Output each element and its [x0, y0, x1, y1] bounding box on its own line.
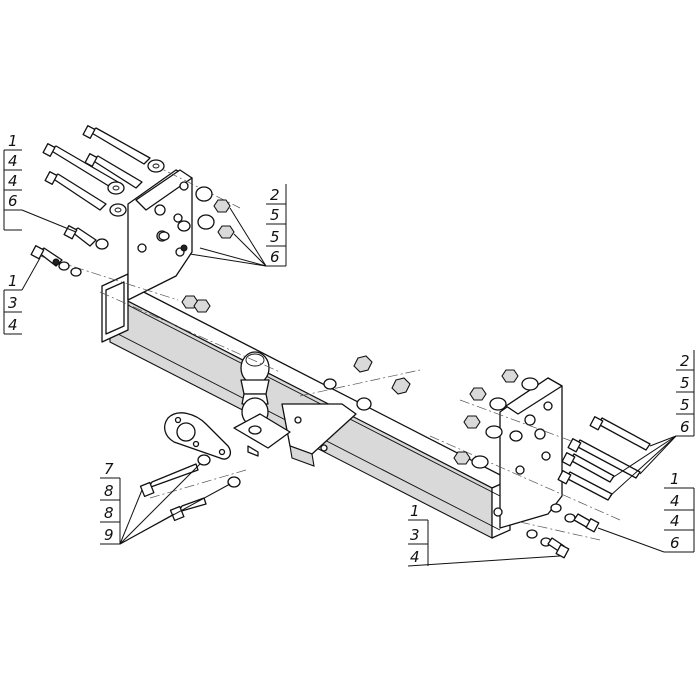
callout-label: 3 [410, 526, 420, 544]
long-bolt-upper-left-3 [84, 153, 143, 189]
callout-label: 4 [410, 548, 420, 566]
callout-label: 4 [8, 316, 18, 334]
long-bolt-upper-left-4 [44, 171, 107, 211]
callout-label: 6 [670, 534, 680, 552]
callout-left-mid: 1 3 4 [3, 257, 41, 335]
callout-right-lower: 1 4 4 6 [597, 470, 695, 553]
callout-label: 5 [680, 396, 690, 414]
callout-label: 5 [270, 228, 280, 246]
callout-label: 1 [410, 502, 420, 520]
washers-nuts-right-group [453, 369, 576, 547]
callout-label: 6 [270, 248, 280, 266]
hitch-mount-plate [281, 403, 357, 467]
callout-label: 2 [270, 186, 280, 204]
callout-label: 4 [8, 152, 18, 170]
washers-left-group [52, 159, 165, 277]
washers-nuts-left-bracket [158, 186, 235, 313]
socket-mounting-plate [163, 412, 232, 460]
long-bolts-right [547, 416, 651, 559]
callout-bottom-center: 1 3 4 [407, 502, 561, 567]
callout-label: 5 [680, 374, 690, 392]
callout-label: 7 [104, 460, 114, 478]
callout-label: 4 [670, 492, 680, 510]
long-bolt-upper-left-2 [42, 143, 119, 189]
callout-label: 4 [670, 512, 680, 530]
right-mounting-bracket [493, 377, 563, 529]
washers-nuts-center [197, 355, 411, 488]
callout-label: 8 [104, 482, 114, 500]
callout-label: 1 [670, 470, 680, 488]
callout-label: 1 [8, 272, 18, 290]
tow-ball [233, 351, 291, 457]
socket-bolts [139, 463, 207, 522]
callout-left-top: 1 4 4 6 [3, 132, 77, 233]
long-bolt-upper-left-1 [82, 125, 151, 165]
callout-label: 4 [8, 172, 18, 190]
callout-label: 8 [104, 504, 114, 522]
callout-right-upper: 2 5 5 6 [609, 350, 695, 497]
callout-label: 1 [8, 132, 18, 150]
callout-label: 3 [8, 294, 18, 312]
callout-label: 2 [680, 352, 690, 370]
callout-label: 6 [680, 418, 690, 436]
callout-label: 5 [270, 206, 280, 224]
callout-label: 9 [104, 526, 114, 544]
callout-label: 6 [8, 192, 18, 210]
callout-bottom-left: 7 8 8 9 [100, 460, 231, 545]
callout-center-right: 2 5 5 6 [189, 184, 287, 267]
